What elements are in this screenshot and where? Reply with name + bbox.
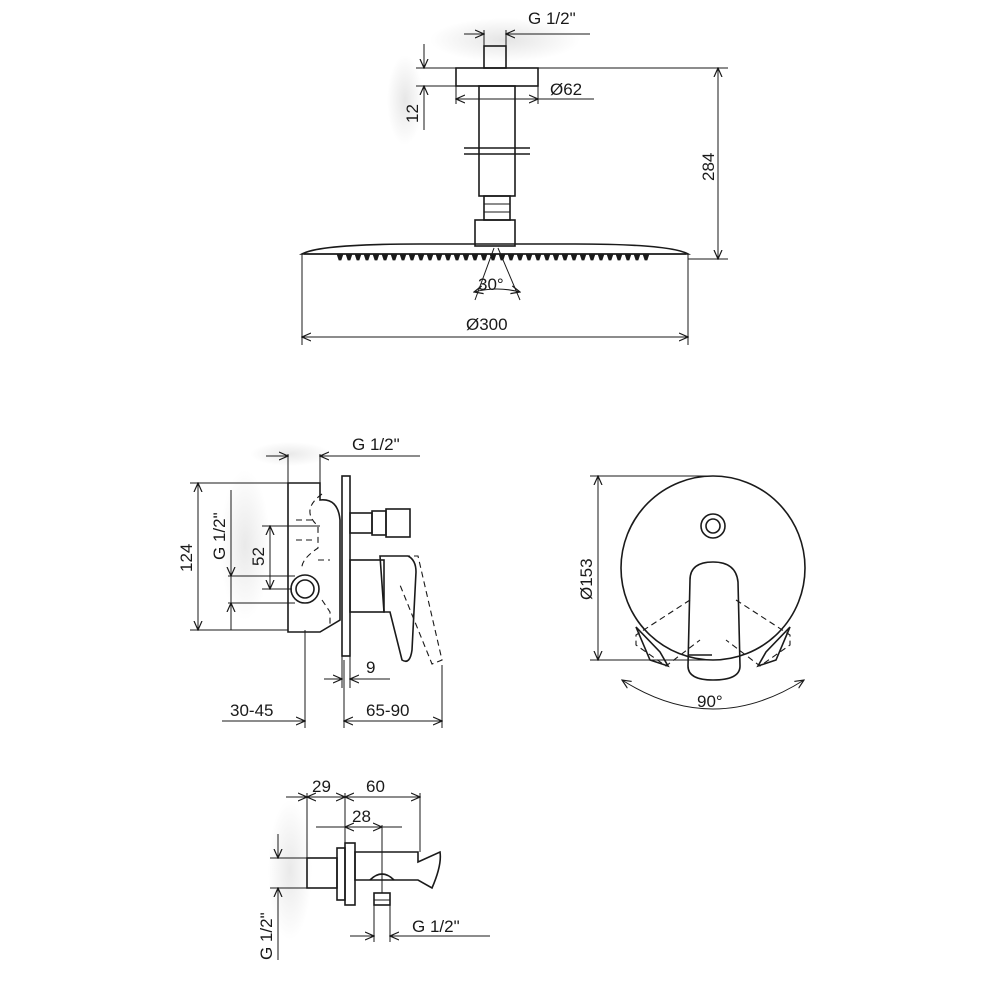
lever-front [687, 561, 741, 681]
outlet-side-thread-label: G 1/2" [257, 912, 276, 960]
lever-handle [379, 555, 417, 663]
nozzle [552, 253, 560, 261]
nozzle [525, 253, 533, 261]
nozzle [399, 253, 407, 261]
shower-arm [478, 85, 516, 197]
outlet-bottom-thread-label: G 1/2" [412, 917, 460, 936]
nozzle [462, 253, 470, 261]
nozzle [624, 253, 632, 261]
height-52-label: 52 [249, 547, 268, 566]
mixer-top-thread-label: G 1/2" [352, 435, 400, 454]
mixer-front-view: Ø153 90° [577, 475, 806, 711]
nozzle [597, 253, 605, 261]
wall-plate [341, 475, 351, 657]
cover-diameter-label: Ø153 [577, 558, 596, 600]
ceiling-flange [455, 67, 539, 87]
head-diameter-label: Ø300 [466, 315, 508, 334]
flange-height-label: 12 [403, 104, 422, 123]
mixer-side-view: G 1/2" 124 G 1/2" 52 9 30-45 65-90 [177, 435, 442, 728]
nozzle [453, 253, 461, 261]
cover-plate [620, 475, 806, 661]
nozzle [615, 253, 623, 261]
diverter-button [700, 513, 726, 539]
rain-head-plate [298, 243, 692, 255]
outlet-flange [344, 842, 356, 906]
nozzle [642, 253, 650, 261]
nozzle [534, 253, 542, 261]
nozzle [372, 253, 380, 261]
nozzle [408, 253, 416, 261]
nozzle [363, 253, 371, 261]
nozzle [633, 253, 641, 261]
nozzles [336, 253, 650, 261]
nozzle [444, 253, 452, 261]
nozzle [426, 253, 434, 261]
head-thread-label: G 1/2" [528, 9, 576, 28]
height-124-label: 124 [177, 544, 196, 572]
dim-28-label: 28 [352, 807, 371, 826]
nozzle [579, 253, 587, 261]
hose-outlet [373, 892, 391, 906]
rotation-angle-label: 90° [697, 692, 723, 711]
nozzle [561, 253, 569, 261]
outlet-holder [354, 850, 442, 890]
dim-29-label: 29 [312, 777, 331, 796]
nozzle [516, 253, 524, 261]
nozzle [480, 253, 488, 261]
total-height-label: 284 [699, 153, 718, 181]
projection-depth-label: 65-90 [366, 701, 409, 720]
nozzle [345, 253, 353, 261]
wall-depth-label: 30-45 [230, 701, 273, 720]
nozzle [507, 253, 515, 261]
nozzle [390, 253, 398, 261]
plate-thickness-label: 9 [366, 658, 375, 677]
valve-body [287, 482, 341, 633]
nozzle [471, 253, 479, 261]
nozzle [381, 253, 389, 261]
shower-head-view: 30° G 1/2" Ø62 12 284 Ø300 [298, 9, 728, 345]
ball-joint [474, 219, 516, 247]
nozzle [336, 253, 344, 261]
nozzle [543, 253, 551, 261]
flange-diameter-label: Ø62 [550, 80, 582, 99]
dim-60-label: 60 [366, 777, 385, 796]
nozzle [606, 253, 614, 261]
nozzle [570, 253, 578, 261]
nozzle [588, 253, 596, 261]
outlet-view: 29 60 28 G 1/2" G 1/2" [257, 777, 490, 960]
nozzle [435, 253, 443, 261]
nozzle [354, 253, 362, 261]
mixer-side-thread-label: G 1/2" [210, 512, 229, 560]
spray-angle-label: 30° [478, 275, 504, 294]
nozzle [417, 253, 425, 261]
